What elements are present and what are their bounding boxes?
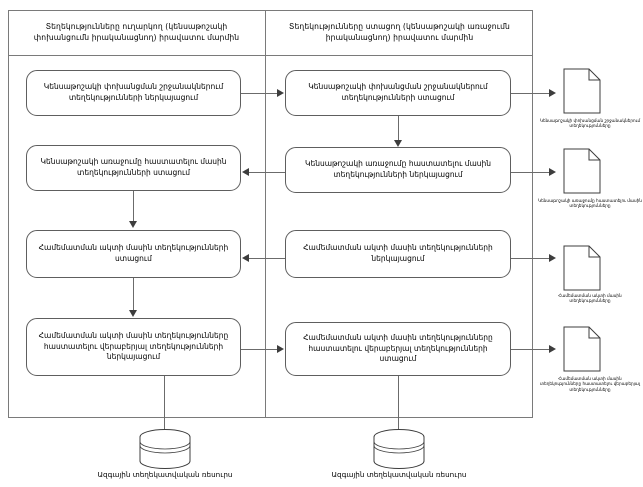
process-box-right-1[interactable]: Կենսաթոշակի փոխանցման շրջանակներում տեղե…: [285, 70, 511, 116]
document-icon-2: [563, 148, 601, 194]
lane-header-sender: Տեղեկությունները ուղարկող (կենսաթոշակի փ…: [33, 22, 240, 42]
connector-left-to-datastore: [164, 376, 165, 435]
arrowhead-left-row3: [242, 254, 249, 262]
connector-l2-to-doc2: [511, 172, 549, 173]
connector-l1-to-r1: [241, 93, 277, 94]
arrowhead-right-row1: [277, 89, 284, 97]
process-box-left-3[interactable]: Համեմատման ակտի մասին տեղեկությունների ս…: [26, 230, 241, 278]
connector-l3-to-l4: [133, 278, 134, 310]
arrowhead-down-l2-l3: [129, 221, 137, 228]
document-caption-4: Համեմատման ակտի մասին տեղեկությունները հ…: [539, 376, 641, 392]
connector-r1-to-doc1: [511, 93, 549, 94]
document-icon-1: [563, 68, 601, 114]
connector-l3-to-doc3: [511, 258, 549, 259]
connector-l4-to-r4: [241, 349, 277, 350]
arrowhead-doc3: [549, 254, 556, 262]
process-box-left-4[interactable]: Համեմատման ակտի մասին տեղեկությունները հ…: [26, 318, 241, 376]
datastore-icon-left: [138, 428, 192, 474]
connector-right-to-datastore: [398, 376, 399, 435]
connector-r3-to-l3: [249, 258, 285, 259]
arrowhead-down-l3-l4: [129, 310, 137, 317]
document-caption-3: Համեմատման ակտի մասին տեղեկությունները: [558, 293, 622, 304]
connector-r4-to-doc4: [511, 349, 549, 350]
arrowhead-doc2: [549, 168, 556, 176]
document-icon-4: [563, 326, 601, 372]
arrowhead-right-row4: [277, 345, 284, 353]
process-box-right-2[interactable]: Կենսաթոշակի առաջումը հաստատելու մասին տե…: [285, 147, 511, 193]
lane-header-divider: [8, 55, 533, 56]
datastore-label-right: Ազգային տեղեկատվական ռեսուրս: [331, 470, 467, 479]
document-icon-3: [563, 245, 601, 291]
datastore-label-left: Ազգային տեղեկատվական ռեսուրս: [97, 470, 233, 479]
document-caption-2: Կենսաթոշակի առաջումը հաստատելու մասին տե…: [538, 198, 642, 209]
connector-r1-to-r2: [398, 116, 399, 140]
datastore-icon-right: [372, 428, 426, 474]
process-box-right-3[interactable]: Համեմատման ակտի մասին տեղեկությունների ն…: [285, 230, 511, 278]
connector-r2-to-l2: [249, 172, 285, 173]
process-box-right-4[interactable]: Համեմատման ակտի մասին տեղեկությունները հ…: [285, 322, 511, 376]
lane-divider: [265, 10, 266, 418]
process-box-left-1[interactable]: Կենսաթոշակի փոխանցման շրջանակներում տեղե…: [26, 70, 241, 116]
document-caption-1: Կենսաթոշակի փոխանցման շրջանակներում տեղե…: [539, 118, 641, 129]
arrowhead-doc4: [549, 345, 556, 353]
connector-l2-to-l3: [133, 191, 134, 221]
arrowhead-down-r1-r2: [394, 140, 402, 147]
lane-header-receiver: Տեղեկությունները ստացող (կենսաթոշակի առա…: [289, 22, 510, 42]
arrowhead-doc1: [549, 89, 556, 97]
arrowhead-left-row2: [242, 168, 249, 176]
process-box-left-2[interactable]: Կենսաթոշակի առաջումը հաստատելու մասին տե…: [26, 145, 241, 191]
